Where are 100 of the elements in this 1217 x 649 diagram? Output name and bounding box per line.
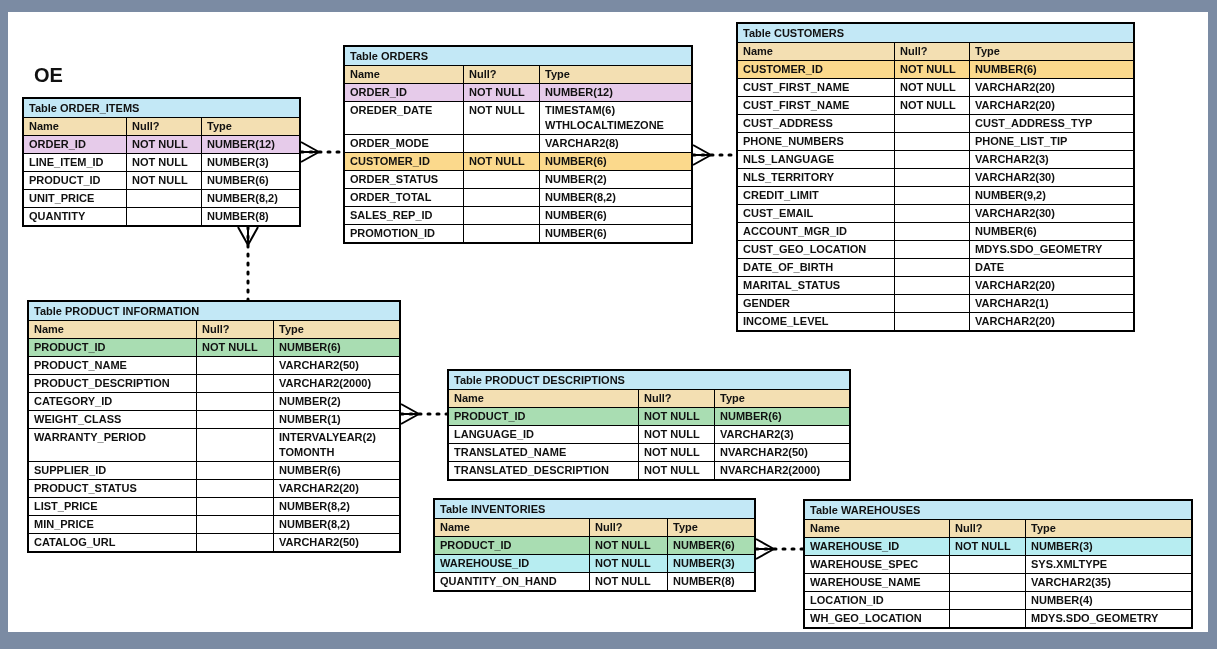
column-name: WEIGHT_CLASS [34,413,122,425]
column-name: WAREHOUSE_NAME [810,576,921,588]
null-constraint: NOT NULL [644,464,700,476]
null-constraint: NOT NULL [900,81,956,93]
column-name: WH_GEO_LOCATION [810,612,922,624]
data-type: NUMBER(8,2) [279,500,350,512]
column-name: LINE_ITEM_ID [29,156,104,168]
null-constraint: NOT NULL [595,539,651,551]
data-type: NUMBER(6) [545,209,607,221]
table-row [805,573,1191,591]
data-type: MDYS.SDO_GEOMETRY [1031,612,1159,624]
data-type: NUMBER(12) [207,138,275,150]
table-row [29,356,399,374]
column-name: ORDER_ID [29,138,86,150]
null-constraint: NOT NULL [595,575,651,587]
null-constraint: NOT NULL [595,557,651,569]
column-heading: Null? [595,521,623,533]
table-header-row [24,117,299,135]
data-type: NUMBER(3) [207,156,269,168]
column-heading: Name [350,68,380,80]
column-name: PRODUCT_NAME [34,359,127,371]
column-name: PHONE_NUMBERS [743,135,844,147]
column-name: OREDER_DATE [350,104,433,116]
column-name: QUANTITY [29,210,86,222]
table-title: Table PRODUCT INFORMATION [34,305,200,317]
column-name: GENDER [743,297,791,309]
table-row [449,461,849,479]
table-row [24,171,299,189]
data-type: NUMBER(6) [279,464,341,476]
column-name: MIN_PRICE [34,518,94,530]
column-heading: Type [1031,522,1056,534]
table-header-row [29,320,399,338]
table-box [447,369,851,481]
table-row [24,135,299,153]
data-type: TIMESTAM(6) WTHLOCALTIMEZONE [545,104,664,131]
table-title: Table CUSTOMERS [743,27,845,39]
column-name: CUSTOMER_ID [743,63,823,75]
column-heading: Null? [132,120,160,132]
table-row [738,60,1133,78]
column-heading: Name [810,522,840,534]
table-row [29,392,399,410]
table-row [345,101,691,134]
table-row [738,240,1133,258]
column-heading: Null? [469,68,497,80]
table-row [805,555,1191,573]
column-name: CUST_FIRST_NAME [743,99,850,111]
data-type: VARCHAR2(20) [975,81,1055,93]
data-type: NUMBER(3) [1031,540,1093,552]
table-box [803,499,1193,629]
null-constraint: NOT NULL [900,99,956,111]
data-type: VARCHAR2(50) [279,536,359,548]
column-name: PROMOTION_ID [350,227,435,239]
column-name: PRODUCT_DESCRIPTION [34,377,170,389]
table-row [805,537,1191,555]
column-heading: Type [279,323,304,335]
relationship-line [237,225,259,302]
table-header-row [435,518,754,536]
column-name: MARITAL_STATUS [743,279,841,291]
column-name: INCOME_LEVEL [743,315,829,327]
table-title: Table PRODUCT DESCRIPTIONS [454,374,625,386]
data-type: DATE [975,261,1005,273]
column-name: CUST_EMAIL [743,207,814,219]
table-row [29,479,399,497]
data-type: NUMBER(6) [673,539,735,551]
column-name: WARRANTY_PERIOD [34,431,146,443]
table-row [449,407,849,425]
column-heading: Null? [202,323,230,335]
column-name: DATE_OF_BIRTH [743,261,834,273]
column-heading: Name [454,392,484,404]
data-type: NUMBER(6) [720,410,782,422]
data-type: SYS.XMLTYPE [1031,558,1108,570]
column-name: WAREHOUSE_SPEC [810,558,919,570]
table-row [738,168,1133,186]
data-type: VARCHAR2(3) [975,153,1049,165]
column-name: PRODUCT_ID [454,410,526,422]
column-heading: Name [743,45,773,57]
data-type: NUMBER(8) [207,210,269,222]
column-name: QUANTITY_ON_HAND [440,575,557,587]
table-row [449,425,849,443]
column-heading: Type [975,45,1000,57]
table-header-row [738,42,1133,60]
table-header-row [805,519,1191,537]
data-type: VARCHAR2(30) [975,207,1055,219]
data-type: NUMBER(3) [673,557,735,569]
data-type: VARCHAR2(20) [279,482,359,494]
table-row [738,312,1133,330]
table-row [738,222,1133,240]
column-name: ORDER_STATUS [350,173,439,185]
null-constraint: NOT NULL [644,410,700,422]
column-name: ACCOUNT_MGR_ID [743,225,847,237]
null-constraint: NOT NULL [132,138,188,150]
null-constraint: NOT NULL [955,540,1011,552]
column-name: LOCATION_ID [810,594,884,606]
table-row [435,572,754,590]
table-row [738,186,1133,204]
table-title: Table ORDER_ITEMS [29,102,140,114]
table-row [345,206,691,224]
column-name: ORDER_ID [350,86,407,98]
null-constraint: NOT NULL [202,341,258,353]
null-constraint: NOT NULL [469,155,525,167]
